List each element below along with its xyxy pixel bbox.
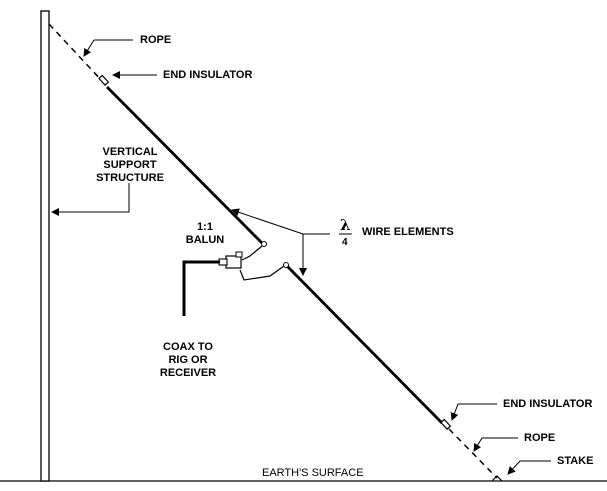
end-insulator-bottom-label: END INSULATOR [503,398,593,410]
rope-top-pointer [83,39,95,57]
balun-body [225,255,242,269]
balun-lead-upper [241,245,263,261]
balun-name: BALUN [185,234,225,246]
vertical-support-line-1: VERTICAL [102,146,158,158]
feed-terminal-upper [261,241,267,247]
lambda-denominator: 4 [342,237,348,248]
stake-leader [507,460,551,475]
end-insulator-top [98,74,110,87]
rope-bottom-leader [473,437,518,452]
vertical-support-label: VERTICAL SUPPORT STRUCTURE [78,146,182,185]
lower-wire-element [286,265,443,424]
coax-label: COAX TO RIG OR RECEIVER [143,341,233,380]
earth-surface-label: EARTH'S SURFACE [262,467,364,479]
balun-lead-lower [239,265,285,281]
end-insulator-top-label: END INSULATOR [163,69,253,81]
coax-line-2: RIG OR [168,354,208,366]
rope-bottom-line [448,428,498,479]
coax-line-3: RECEIVER [159,367,217,379]
end-insulator-bottom [440,418,452,431]
stake-label: STAKE [557,455,594,467]
upper-wire-element [106,86,263,244]
vertical-support-pole [40,10,50,482]
stake [491,475,503,482]
lambda-symbol: λ [340,216,351,234]
rope-top-line [48,23,104,83]
balun-cap [235,251,243,258]
balun-label: 1:1 BALUN [180,221,230,247]
rope-top-label: ROPE [140,34,172,46]
coax-line-1: COAX TO [163,341,213,353]
rope-bottom-label: ROPE [524,432,556,444]
balun-ratio: 1:1 [197,221,213,233]
vertical-support-leader [51,183,130,216]
vertical-support-line-2: SUPPORT [103,159,157,171]
balun-connector [218,258,228,266]
feed-terminal-lower [283,262,289,268]
end-insulator-bottom-leader [450,403,497,421]
coax-cable [182,260,220,316]
wire-elements-label: WIRE ELEMENTS [362,226,454,238]
wire-elements-pointer-upper [231,208,304,235]
vertical-support-line-3: STRUCTURE [96,172,164,184]
